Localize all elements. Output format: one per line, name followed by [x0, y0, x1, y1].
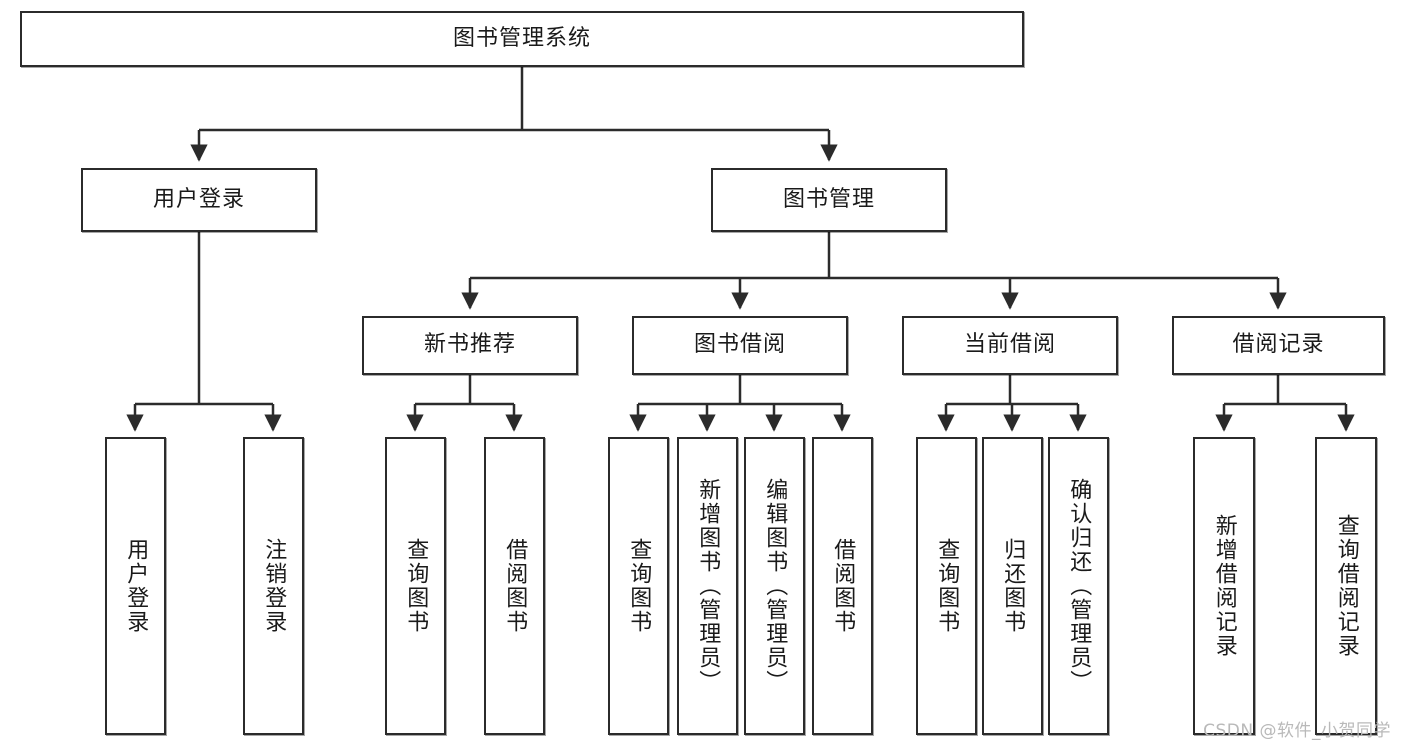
node-leaf-query-book-rec[interactable]: 查询图书	[385, 437, 446, 735]
node-leaf-query-record-label: 查询借阅记录	[1333, 514, 1359, 658]
node-leaf-query-record[interactable]: 查询借阅记录	[1315, 437, 1377, 735]
node-leaf-confirm-return-label: 确认归还（管理员）	[1066, 478, 1092, 694]
node-leaf-borrow-book-label: 借阅图书	[830, 538, 856, 634]
node-leaf-add-record[interactable]: 新增借阅记录	[1193, 437, 1255, 735]
node-leaf-query-book-current[interactable]: 查询图书	[916, 437, 977, 735]
node-leaf-add-record-label: 新增借阅记录	[1211, 514, 1237, 658]
node-leaf-edit-book[interactable]: 编辑图书（管理员）	[744, 437, 805, 735]
node-leaf-borrow-book-rec-label: 借阅图书	[502, 538, 528, 634]
watermark: CSDN @软件_小贺同学	[1203, 721, 1391, 741]
node-leaf-logout[interactable]: 注销登录	[243, 437, 304, 735]
node-leaf-borrow-book-rec[interactable]: 借阅图书	[484, 437, 545, 735]
node-borrow-record[interactable]: 借阅记录	[1172, 316, 1385, 375]
node-book-borrow-label: 图书借阅	[693, 332, 786, 358]
node-new-book-recommend[interactable]: 新书推荐	[362, 316, 578, 375]
node-leaf-confirm-return[interactable]: 确认归还（管理员）	[1048, 437, 1109, 735]
node-leaf-user-login-label: 用户登录	[123, 538, 149, 634]
node-leaf-borrow-book[interactable]: 借阅图书	[812, 437, 873, 735]
node-leaf-query-book-borrow-label: 查询图书	[626, 538, 652, 634]
node-leaf-return-book-label: 归还图书	[1000, 538, 1026, 634]
node-book-borrow[interactable]: 图书借阅	[632, 316, 848, 375]
node-root[interactable]: 图书管理系统	[20, 11, 1024, 67]
node-leaf-add-book[interactable]: 新增图书（管理员）	[677, 437, 738, 735]
node-leaf-query-book-rec-label: 查询图书	[403, 538, 429, 634]
node-leaf-add-book-label: 新增图书（管理员）	[695, 478, 721, 694]
node-book-management[interactable]: 图书管理	[711, 168, 947, 232]
node-new-book-recommend-label: 新书推荐	[423, 332, 516, 358]
node-leaf-query-book-current-label: 查询图书	[934, 538, 960, 634]
node-leaf-logout-label: 注销登录	[261, 538, 287, 634]
node-user-login[interactable]: 用户登录	[81, 168, 317, 232]
node-leaf-query-book-borrow[interactable]: 查询图书	[608, 437, 669, 735]
node-book-management-label: 图书管理	[782, 186, 875, 212]
node-root-label: 图书管理系统	[452, 25, 591, 51]
node-current-borrow-label: 当前借阅	[963, 332, 1056, 358]
node-leaf-return-book[interactable]: 归还图书	[982, 437, 1043, 735]
node-leaf-edit-book-label: 编辑图书（管理员）	[762, 478, 788, 694]
node-current-borrow[interactable]: 当前借阅	[902, 316, 1118, 375]
node-user-login-label: 用户登录	[152, 186, 245, 212]
node-leaf-user-login[interactable]: 用户登录	[105, 437, 166, 735]
node-borrow-record-label: 借阅记录	[1232, 332, 1325, 358]
